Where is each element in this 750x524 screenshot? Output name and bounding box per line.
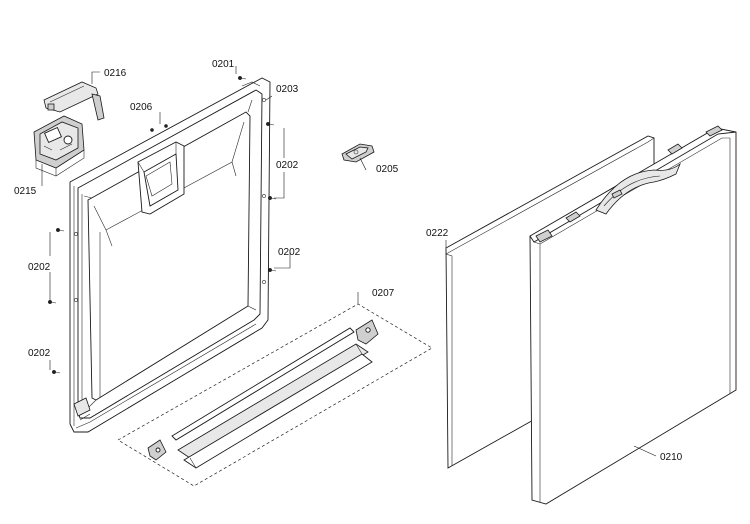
screw	[52, 370, 61, 375]
screw	[268, 268, 277, 273]
label-0215: 0215	[14, 186, 37, 197]
screw	[237, 75, 247, 80]
label-0216: 0216	[104, 68, 127, 79]
screw	[266, 121, 275, 126]
part-number-labels: 0201 0203 0206 0216 0215 0202 0205 0202 …	[14, 59, 683, 463]
screw	[150, 128, 154, 132]
screw	[268, 195, 277, 200]
label-0201: 0201	[212, 59, 235, 70]
label-0202-right-bottom: 0202	[278, 247, 301, 258]
screw	[48, 300, 57, 305]
dispenser-cover-part	[43, 81, 105, 121]
label-0205: 0205	[376, 164, 399, 175]
screw-set	[48, 75, 277, 375]
label-0222: 0222	[426, 228, 449, 239]
detergent-dispenser-part	[33, 115, 85, 177]
label-0203: 0203	[276, 84, 299, 95]
label-0202-left-bottom: 0202	[28, 348, 51, 359]
label-0207: 0207	[372, 288, 395, 299]
bottom-seal-kit	[117, 303, 433, 487]
outer-door-panel	[529, 125, 737, 505]
screw	[164, 124, 168, 128]
leader-lines	[41, 66, 657, 457]
label-0206: 0206	[130, 102, 153, 113]
screw	[56, 227, 65, 232]
latch-bracket-part	[341, 143, 375, 163]
label-0202-right-top: 0202	[276, 160, 299, 171]
label-0210: 0210	[660, 452, 683, 463]
inner-door-liner	[69, 77, 271, 433]
label-0202-left-top: 0202	[28, 262, 51, 273]
